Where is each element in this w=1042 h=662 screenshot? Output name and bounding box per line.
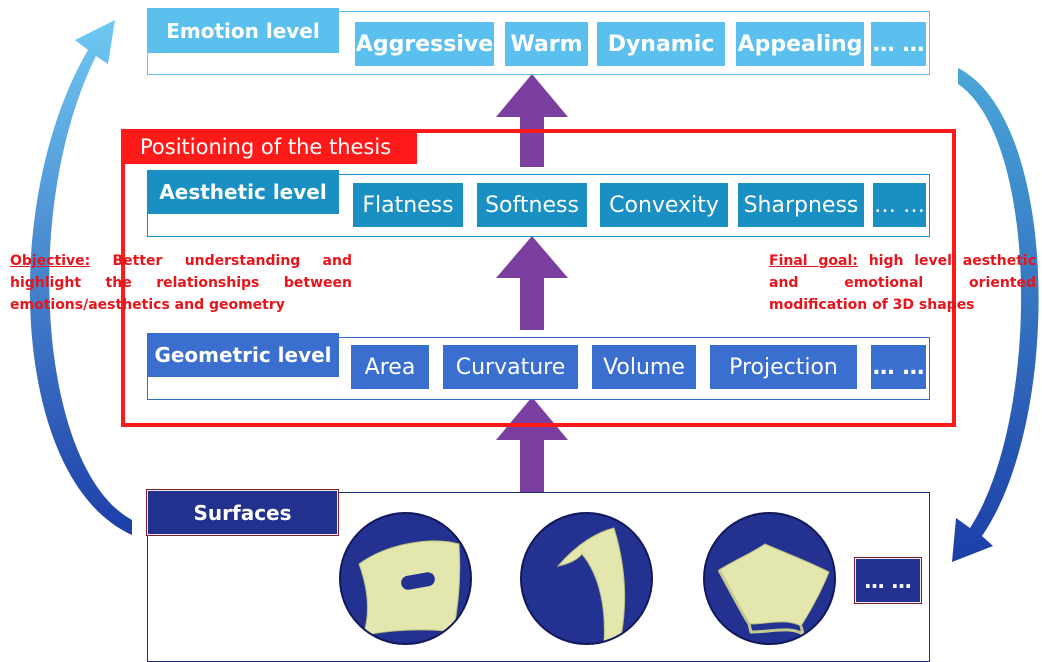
aesthetic-item-convexity: Convexity <box>600 183 728 227</box>
geometric-item-projection: Projection <box>710 345 857 389</box>
emotion-item-aggressive: Aggressive <box>355 22 494 66</box>
surface-disc-with-slot <box>339 512 472 645</box>
up-arrow-surfaces-to-geometric <box>496 397 568 492</box>
aesthetic-item-flatness: Flatness <box>353 183 463 227</box>
emotion-item-dynamic: Dynamic <box>597 22 725 66</box>
final-goal-note: Final goal: high level aesthetic and emo… <box>769 250 1036 316</box>
geometric-item-more: … … <box>871 345 926 389</box>
emotion-level-label: Emotion level <box>147 8 339 53</box>
surface-disc-curved-strip <box>520 512 653 645</box>
emotion-item-more: … … <box>871 22 926 66</box>
geometric-item-area: Area <box>351 345 429 389</box>
surfaces-label: Surfaces <box>146 489 339 536</box>
up-arrow-aesthetic-to-emotion <box>496 74 568 167</box>
surfaces-more: … … <box>854 557 922 604</box>
surface-disc-saddle-block <box>703 512 836 645</box>
final-goal-heading: Final goal: <box>769 253 858 269</box>
thesis-positioning-title: Positioning of the thesis <box>121 129 417 164</box>
right-cycle-arrow <box>952 68 1039 562</box>
geometric-item-volume: Volume <box>592 345 696 389</box>
surface-slotted-patch-image <box>358 540 461 637</box>
geometric-level-label: Geometric level <box>147 333 339 377</box>
up-arrows <box>496 74 568 492</box>
surface-saddle-block-image <box>717 543 830 638</box>
emotion-item-warm: Warm <box>505 22 588 66</box>
final-goal-text: high level aesthetic and emotional orien… <box>769 253 1036 313</box>
objective-note: Objective: Better understanding and high… <box>10 250 352 316</box>
emotion-item-appealing: Appealing <box>736 22 864 66</box>
aesthetic-item-sharpness: Sharpness <box>738 183 864 227</box>
left-cycle-arrow <box>29 20 132 535</box>
objective-text: Better understanding and highlight the r… <box>10 253 352 313</box>
surface-curved-strip-image <box>556 527 626 643</box>
aesthetic-item-softness: Softness <box>477 183 587 227</box>
aesthetic-item-more: … … <box>873 183 926 227</box>
thesis-positioning-frame <box>121 129 956 427</box>
geometric-item-curvature: Curvature <box>443 345 578 389</box>
up-arrow-geometric-to-aesthetic <box>496 236 568 330</box>
objective-heading: Objective: <box>10 253 91 269</box>
aesthetic-level-label: Aesthetic level <box>147 170 339 214</box>
